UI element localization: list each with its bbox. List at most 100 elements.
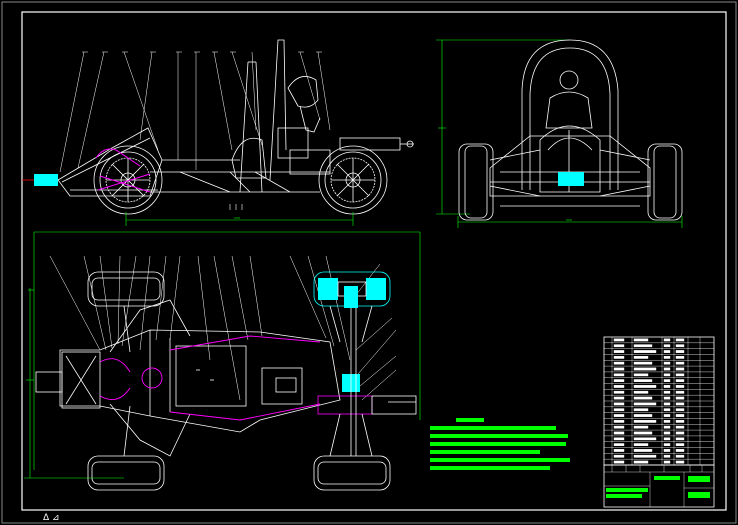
parts-list-cell-text bbox=[613, 425, 625, 429]
parts-list-cell-text bbox=[613, 338, 625, 342]
front-suspension-arms bbox=[489, 149, 651, 197]
parts-list-cell-text bbox=[663, 361, 671, 365]
parts-list-cell-text bbox=[633, 367, 657, 371]
parts-list-cell-text bbox=[663, 344, 671, 348]
parts-list-cell-text bbox=[663, 443, 671, 446]
right-front-tire bbox=[647, 143, 683, 221]
title-block-fill-1 bbox=[606, 488, 648, 492]
parts-list-cell-text bbox=[633, 373, 649, 377]
title-block-fill-3 bbox=[688, 476, 710, 482]
parts-list-cell-text bbox=[663, 449, 671, 452]
top-view-dimensions bbox=[24, 231, 421, 479]
parts-list-cell-text bbox=[663, 390, 671, 394]
parts-list-cell-text bbox=[633, 361, 653, 365]
parts-list-cell-text bbox=[663, 408, 671, 412]
parts-list-cell-text bbox=[633, 356, 649, 359]
parts-list-cell-text bbox=[613, 350, 625, 353]
parts-list-cell-text bbox=[663, 356, 671, 359]
top-view[interactable] bbox=[24, 231, 421, 491]
parts-list-cell-text bbox=[633, 338, 649, 342]
parts-list-cell-text bbox=[613, 408, 625, 412]
engine-top bbox=[261, 367, 303, 405]
side-view-marker bbox=[34, 174, 58, 186]
parts-list-cell-text bbox=[675, 460, 685, 464]
parts-list-cell-text bbox=[613, 385, 625, 388]
parts-list-cell-text bbox=[613, 460, 625, 464]
front-suspension-side bbox=[95, 148, 151, 193]
parts-list-cell-text bbox=[613, 414, 625, 417]
technical-notes bbox=[430, 418, 570, 470]
parts-list-cell-text bbox=[675, 361, 685, 365]
parts-list-cell-text bbox=[613, 344, 625, 348]
title-block-fill-2 bbox=[606, 494, 642, 498]
parts-list-cell-text bbox=[675, 414, 685, 417]
chassis-frame-top bbox=[59, 329, 341, 433]
parts-list-cell-text bbox=[633, 390, 649, 394]
front-view[interactable] bbox=[436, 39, 683, 228]
parts-list-grid bbox=[604, 337, 714, 465]
parts-list-cell-text bbox=[633, 385, 657, 388]
parts-list-cell-text bbox=[675, 449, 685, 452]
parts-list-cell-text bbox=[663, 350, 671, 353]
front-right-tire-top bbox=[87, 455, 165, 491]
parts-list-cell-text bbox=[613, 443, 625, 446]
parts-list-cell-text bbox=[663, 454, 671, 458]
drawing-frame bbox=[21, 11, 727, 511]
parts-list-cell-text bbox=[675, 437, 685, 441]
parts-list-cell-text bbox=[613, 437, 625, 441]
parts-list-cell-text bbox=[675, 425, 685, 429]
parts-list-cell-text bbox=[613, 373, 625, 377]
parts-list-cell-text bbox=[675, 408, 685, 412]
parts-list-cell-text bbox=[663, 431, 671, 435]
parts-list-cell-text bbox=[663, 437, 671, 441]
parts-list-cell-text bbox=[633, 425, 649, 429]
brake-lines bbox=[169, 335, 321, 421]
parts-list-cell-text bbox=[663, 385, 671, 388]
parts-list-cell-text bbox=[633, 460, 649, 464]
rear-wheel-side bbox=[318, 145, 388, 215]
engine-block bbox=[289, 149, 331, 175]
parts-list-cell-text bbox=[675, 431, 685, 435]
parts-list-cell-text bbox=[613, 396, 625, 400]
parts-list-cell-text bbox=[675, 379, 685, 382]
parts-list-cell-text bbox=[633, 437, 657, 441]
parts-list-cell-text bbox=[675, 420, 685, 423]
rear-axle-assembly bbox=[317, 395, 373, 415]
parts-list-cell-text bbox=[633, 350, 657, 353]
parts-list-cell-text bbox=[613, 356, 625, 359]
parts-list-cell-text bbox=[663, 373, 671, 377]
parts-list-cell-text bbox=[633, 414, 653, 417]
parts-list-cell-text bbox=[613, 449, 625, 452]
side-view[interactable] bbox=[22, 39, 414, 226]
title-block-fill-4 bbox=[688, 492, 710, 498]
parts-list-cell-text bbox=[675, 356, 685, 359]
parts-list-cell-text bbox=[633, 408, 649, 412]
parts-list-cell-text bbox=[675, 396, 685, 400]
parts-list-cell-text bbox=[663, 460, 671, 464]
parts-list-cell-text bbox=[633, 449, 653, 452]
parts-list-cell-text bbox=[663, 396, 671, 400]
rear-right-tire-top bbox=[313, 455, 391, 491]
front-view-track-dimension bbox=[457, 216, 683, 228]
seat-top bbox=[175, 345, 247, 407]
side-view-callouts bbox=[59, 51, 331, 173]
parts-list-cell-text bbox=[675, 454, 685, 458]
parts-list-cell-text bbox=[633, 431, 653, 435]
parts-list-cell-text bbox=[633, 420, 657, 423]
parts-list-cell-text bbox=[663, 338, 671, 342]
parts-list-cell-text bbox=[613, 420, 625, 423]
title-block bbox=[603, 464, 715, 508]
parts-list-cell-text bbox=[613, 390, 625, 394]
parts-list-cell-text bbox=[613, 367, 625, 371]
parts-list-cell-text bbox=[663, 402, 671, 406]
parts-list[interactable] bbox=[603, 336, 715, 466]
driver-head bbox=[287, 76, 319, 108]
parts-list-cell-text bbox=[613, 379, 625, 382]
parts-list-cell-text bbox=[675, 373, 685, 377]
parts-list-cell-text bbox=[663, 367, 671, 371]
ground-marks bbox=[229, 204, 243, 210]
parts-list-cell-text bbox=[675, 402, 685, 406]
parts-list-cell-text bbox=[633, 454, 657, 458]
